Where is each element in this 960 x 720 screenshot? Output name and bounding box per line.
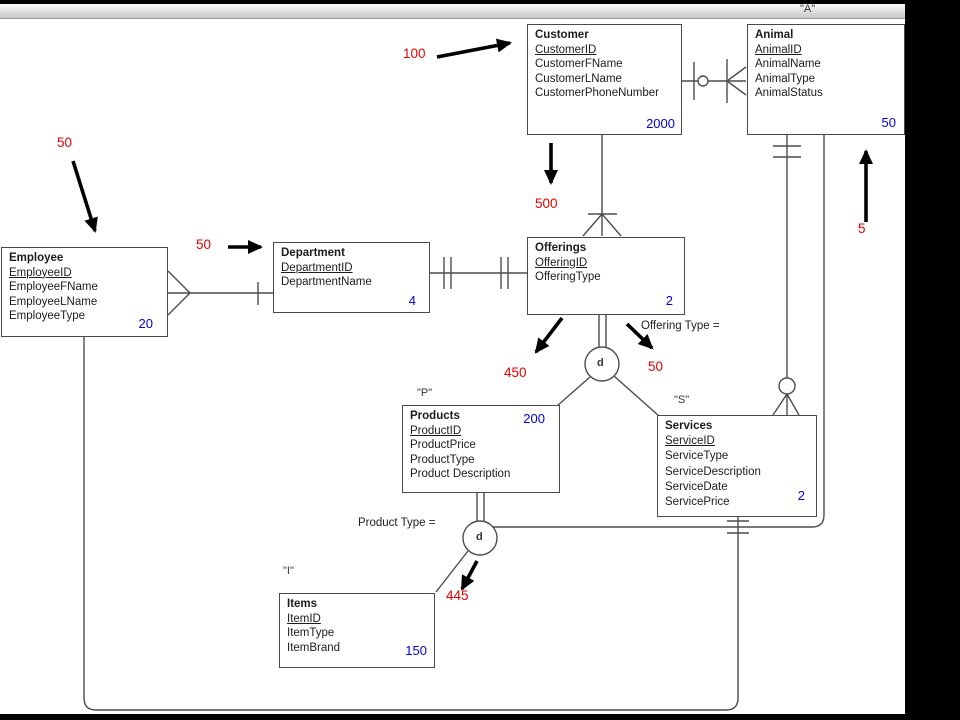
attribute: ServicePrice <box>665 496 730 509</box>
annotation-count-customer-offerings: 500 <box>535 196 558 211</box>
slide-right-frame <box>905 0 960 720</box>
entity-title: Animal <box>755 29 794 41</box>
attribute: CustomerFName <box>535 58 623 71</box>
entity-offerings: Offerings OfferingID OfferingType 2 <box>527 237 685 315</box>
row-count: 4 <box>408 293 416 308</box>
annotation-count-products-branch: 450 <box>504 365 527 380</box>
attribute-pk: ItemID <box>287 612 321 625</box>
row-count: 200 <box>523 411 545 426</box>
entity-title: Offerings <box>535 242 587 254</box>
attribute-pk: CustomerID <box>535 43 597 56</box>
entity-title: Department <box>281 247 345 259</box>
attribute-pk: EmployeeID <box>9 266 72 279</box>
attribute: EmployeeLName <box>9 295 98 308</box>
entity-customer: Customer CustomerID CustomerFName Custom… <box>527 24 682 135</box>
entity-tag-items: "I" <box>283 565 294 577</box>
annotation-count-department: 50 <box>196 237 212 252</box>
entity-products: Products ProductID ProductPrice ProductT… <box>402 405 560 493</box>
entity-title: Services <box>665 420 713 432</box>
attribute: ServiceDescription <box>665 465 761 478</box>
entity-department: Department DepartmentID DepartmentName 4 <box>273 242 430 313</box>
row-count: 2 <box>797 488 805 503</box>
label-product-type-condition: Product Type = <box>358 517 436 529</box>
attribute: AnimalType <box>755 72 816 85</box>
attribute: EmployeeType <box>9 310 86 323</box>
entity-employee: Employee EmployeeID EmployeeFName Employ… <box>1 247 168 337</box>
annotation-count-employee: 50 <box>57 135 73 150</box>
label-offering-type-condition: Offering Type = <box>641 320 720 332</box>
attribute: CustomerPhoneNumber <box>535 87 660 100</box>
row-count: 2000 <box>646 116 675 131</box>
entity-title: Customer <box>535 29 589 41</box>
subtype-disjoint-label-products: d <box>476 531 483 543</box>
row-count: 150 <box>405 643 427 658</box>
attribute-pk: OfferingID <box>535 256 588 269</box>
attribute-pk: ServiceID <box>665 435 715 448</box>
annotation-count-services-branch: 50 <box>648 359 664 374</box>
attribute: ServiceType <box>665 450 729 463</box>
attribute: EmployeeFName <box>9 281 98 294</box>
annotation-count-items-branch: 445 <box>446 588 469 603</box>
entity-tag-products: "P" <box>417 387 433 399</box>
entity-animal: Animal AnimalID AnimalName AnimalType An… <box>747 24 905 135</box>
attribute-pk: AnimalID <box>755 43 802 56</box>
attribute: ItemType <box>287 627 335 640</box>
attribute: CustomerLName <box>535 72 622 85</box>
slide-top-bar <box>0 4 905 19</box>
row-count: 50 <box>881 115 896 130</box>
attribute: ServiceDate <box>665 480 728 493</box>
entity-title: Items <box>287 598 318 610</box>
annotation-count-animal: 5 <box>858 221 866 236</box>
attribute: ProductType <box>410 453 475 466</box>
attribute: DepartmentName <box>281 276 372 289</box>
entity-services: Services ServiceID ServiceType ServiceDe… <box>657 415 817 517</box>
entity-items: Items ItemID ItemType ItemBrand 150 <box>279 593 435 668</box>
attribute-pk: DepartmentID <box>281 261 353 274</box>
slide-bottom-frame <box>0 714 960 720</box>
attribute: Product Description <box>410 468 511 481</box>
annotation-count-customer: 100 <box>403 46 426 61</box>
row-count: 2 <box>665 293 673 308</box>
row-count: 20 <box>138 316 153 331</box>
attribute: OfferingType <box>535 271 601 284</box>
attribute: AnimalStatus <box>755 87 823 100</box>
entity-title: Employee <box>9 252 64 264</box>
attribute: ProductPrice <box>410 439 476 452</box>
entity-tag-animal: "A" <box>800 3 816 15</box>
subtype-disjoint-label-offerings: d <box>597 357 604 369</box>
attribute: AnimalName <box>755 58 821 71</box>
entity-tag-services: "S" <box>674 394 690 406</box>
